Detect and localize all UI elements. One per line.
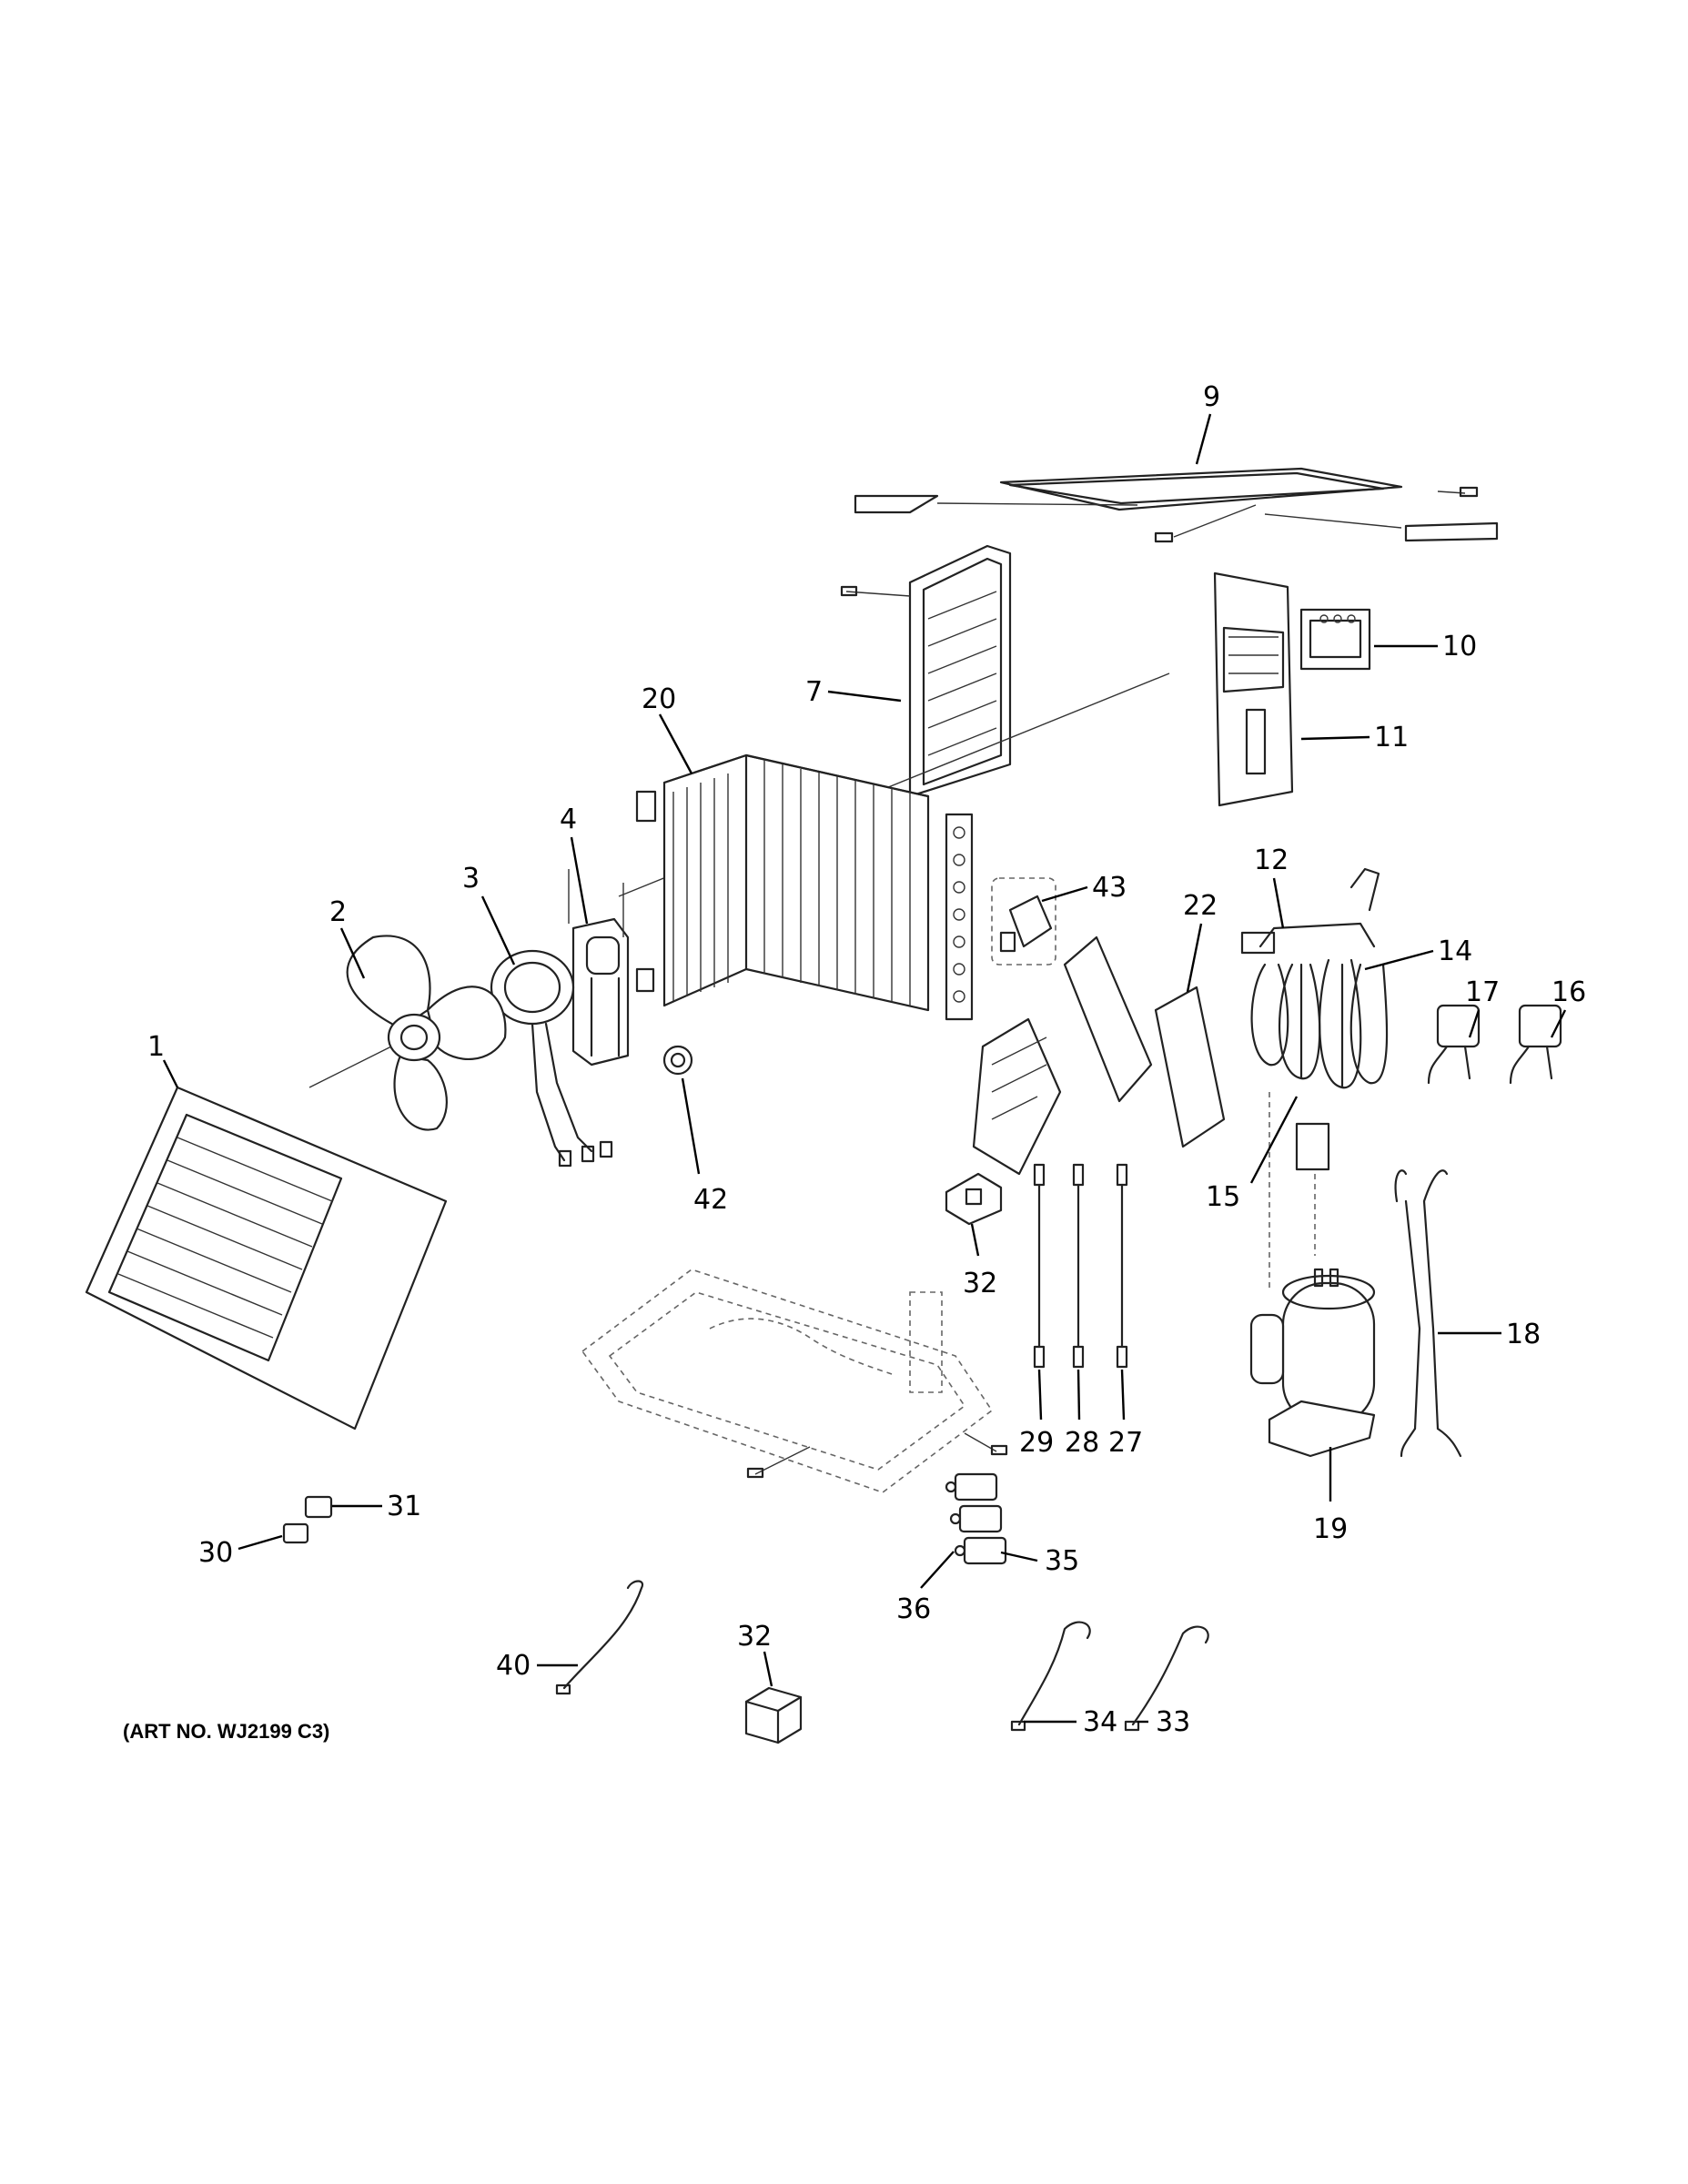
callout-1: 1 bbox=[147, 1031, 165, 1063]
part-sensor-33[interactable] bbox=[1124, 1625, 1209, 1732]
part-reactor[interactable] bbox=[991, 877, 1056, 966]
callout-34: 34 bbox=[1083, 1706, 1117, 1738]
callout-35: 35 bbox=[1045, 1545, 1079, 1577]
callout-11: 11 bbox=[1374, 722, 1409, 753]
callout-3: 3 bbox=[462, 863, 480, 895]
callout-40: 40 bbox=[496, 1650, 531, 1682]
part-back-grille-panel[interactable] bbox=[840, 544, 1012, 798]
part-motor-bracket[interactable] bbox=[568, 869, 655, 1067]
part-board-cover[interactable] bbox=[1154, 986, 1226, 1148]
part-terminal-bracket[interactable] bbox=[945, 1172, 1003, 1226]
callout-7: 7 bbox=[805, 676, 823, 708]
part-tube-27[interactable] bbox=[1116, 1163, 1128, 1369]
callout-28: 28 bbox=[1065, 1427, 1099, 1459]
callout-9: 9 bbox=[1203, 381, 1220, 413]
callout-43: 43 bbox=[1092, 872, 1127, 904]
callout-29: 29 bbox=[1019, 1427, 1054, 1459]
callout-12: 12 bbox=[1254, 844, 1289, 876]
part-control-board[interactable] bbox=[972, 935, 1153, 1176]
part-compressor[interactable] bbox=[1249, 1268, 1376, 1458]
callout-4: 4 bbox=[560, 804, 577, 835]
part-side-panel[interactable] bbox=[1213, 571, 1294, 807]
callout-19: 19 bbox=[1313, 1513, 1348, 1545]
part-base-pan[interactable] bbox=[581, 1269, 1008, 1493]
part-box-32[interactable] bbox=[744, 1686, 803, 1744]
callout-labels: 1 2 3 4 7 9 10 11 12 14 15 16 17 18 19 2… bbox=[147, 381, 1586, 1738]
callout-30: 30 bbox=[198, 1537, 233, 1569]
callout-33: 33 bbox=[1156, 1706, 1190, 1738]
callout-31: 31 bbox=[387, 1491, 421, 1522]
callout-20: 20 bbox=[642, 683, 676, 715]
callout-16: 16 bbox=[1552, 976, 1586, 1008]
callout-42: 42 bbox=[693, 1184, 728, 1216]
callout-32-lower: 32 bbox=[737, 1621, 772, 1653]
part-fan-motor[interactable] bbox=[426, 949, 613, 1168]
part-block-30[interactable] bbox=[282, 1522, 309, 1544]
part-electrical-box-cover[interactable] bbox=[1299, 608, 1371, 671]
callout-27: 27 bbox=[1108, 1427, 1143, 1459]
part-front-grille-panel[interactable] bbox=[85, 1086, 448, 1431]
part-fan-blade[interactable] bbox=[308, 935, 507, 1131]
callout-15: 15 bbox=[1206, 1181, 1240, 1213]
part-sensor-40[interactable] bbox=[555, 1580, 644, 1695]
callout-18: 18 bbox=[1506, 1319, 1541, 1350]
part-block-31[interactable] bbox=[304, 1495, 333, 1519]
part-tubing-assembly[interactable] bbox=[1240, 867, 1389, 1292]
art-number-label: (ART NO. WJ2199 C3) bbox=[123, 1720, 329, 1743]
callout-22: 22 bbox=[1183, 890, 1218, 922]
part-wire-harness[interactable] bbox=[1394, 1169, 1462, 1458]
part-tube-29[interactable] bbox=[1033, 1163, 1046, 1369]
part-valve-17[interactable] bbox=[1427, 1004, 1481, 1085]
leader-lines bbox=[162, 413, 1567, 1724]
part-sensor-34[interactable] bbox=[1010, 1621, 1091, 1732]
callout-36: 36 bbox=[896, 1593, 931, 1625]
part-valve-16[interactable] bbox=[1509, 1004, 1562, 1085]
callout-14: 14 bbox=[1438, 935, 1472, 967]
part-fan-nut[interactable] bbox=[662, 1045, 693, 1076]
callout-32-upper: 32 bbox=[963, 1268, 997, 1299]
part-tube-28[interactable] bbox=[1072, 1163, 1085, 1369]
part-condenser-coil[interactable] bbox=[635, 753, 974, 1021]
callout-10: 10 bbox=[1442, 631, 1477, 662]
part-service-valves[interactable] bbox=[945, 1472, 1007, 1565]
part-top-cover[interactable] bbox=[854, 467, 1499, 543]
callout-2: 2 bbox=[329, 896, 347, 928]
callout-17: 17 bbox=[1465, 976, 1500, 1008]
